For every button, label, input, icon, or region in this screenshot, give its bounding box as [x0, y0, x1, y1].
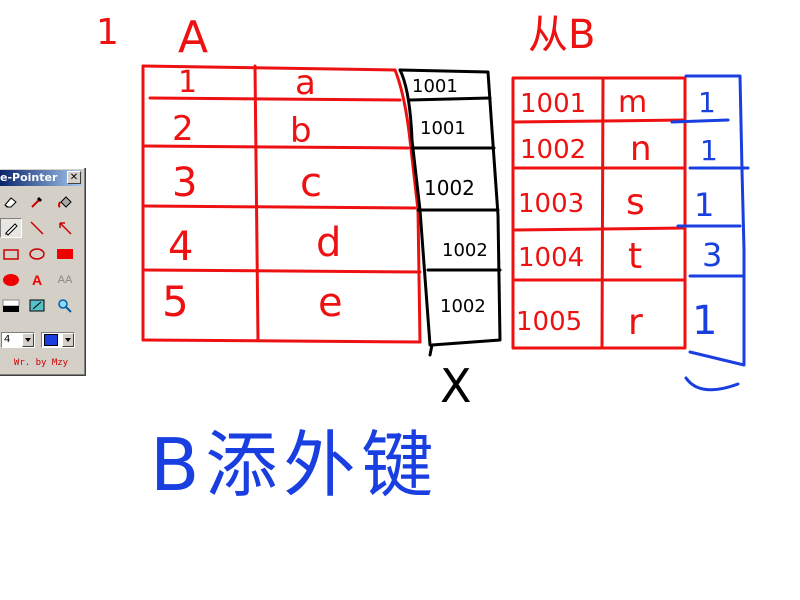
fk-b-value: 3: [702, 236, 722, 274]
eyedropper-tool[interactable]: [26, 192, 48, 212]
eyedropper-icon: [31, 197, 42, 208]
rectangle-tool[interactable]: [0, 244, 22, 264]
zoom-icon: [58, 299, 72, 313]
rectangle-icon: [3, 249, 19, 260]
table-b-id: 1004: [518, 243, 584, 273]
table-b-val: t: [628, 236, 642, 277]
black-screen-icon: [2, 299, 20, 312]
pen-tool[interactable]: [0, 218, 22, 238]
table-b-id: 1001: [520, 89, 586, 119]
fill-tool[interactable]: [54, 192, 76, 212]
pen-width-value: 4: [4, 334, 11, 345]
table-a-title: A: [178, 12, 208, 63]
arrow-tool[interactable]: [54, 218, 76, 238]
fk-value: 1002: [440, 296, 486, 317]
fk-value: 1001: [412, 76, 458, 97]
font-size-icon: AA: [57, 274, 73, 286]
filled-rectangle-tool[interactable]: [54, 244, 76, 264]
table-b-val: s: [626, 182, 645, 223]
font-size-tool[interactable]: AA: [54, 270, 76, 290]
table-b-id: 1003: [518, 189, 584, 219]
chevron-down-icon[interactable]: [22, 333, 34, 347]
tool-palette[interactable]: e-Pointer ✕ A AA: [0, 168, 86, 376]
table-b-val: n: [630, 129, 652, 169]
palette-credit: Wr. by Mzy: [13, 358, 69, 368]
arrow-icon: [59, 222, 72, 235]
fill-icon: [58, 196, 72, 208]
fk-b-value: 1: [692, 298, 717, 344]
palette-title: e-Pointer: [0, 171, 58, 184]
table-a-cells: 1 a 2 b 3 c 4 d 5 e: [162, 63, 343, 326]
line-tool[interactable]: [26, 218, 48, 238]
caption: B添外键: [150, 423, 439, 507]
table-a-val: d: [316, 220, 341, 266]
chevron-down-icon[interactable]: [62, 333, 74, 347]
fk-value: 1002: [424, 176, 475, 200]
pen-width-select[interactable]: 4: [1, 332, 35, 348]
zoom-tool[interactable]: [54, 296, 76, 316]
fk-b-value: 1: [700, 134, 718, 167]
table-b-title: 从B: [528, 12, 595, 58]
table-b-cells: 1001 m 1002 n 1003 s 1004 t 1005 r: [516, 85, 652, 343]
fk-value: 1001: [420, 118, 466, 139]
palette-titlebar[interactable]: e-Pointer ✕: [0, 170, 82, 186]
table-a-val: b: [290, 111, 312, 151]
table-b-val: m: [618, 85, 647, 120]
capture-tool[interactable]: [26, 296, 48, 316]
black-screen-tool[interactable]: [0, 296, 22, 316]
close-button[interactable]: ✕: [67, 171, 81, 184]
pen-icon: [5, 223, 18, 236]
table-a-id: 3: [172, 160, 197, 206]
table-a-val: e: [318, 280, 343, 326]
table-a-grid: [141, 64, 422, 344]
table-a-id: 4: [168, 224, 193, 270]
capture-icon: [29, 299, 45, 312]
color-swatch: [44, 334, 58, 346]
table-a-id: 5: [162, 277, 189, 326]
fk-column-a: 1001 1001 1002 1002 1002 X: [398, 68, 502, 413]
text-icon: A: [31, 272, 43, 288]
line-icon: [30, 221, 44, 235]
pen-color-select[interactable]: [41, 332, 75, 348]
table-b-id: 1005: [516, 307, 582, 337]
fk-b-value: 1: [698, 86, 716, 119]
number-mark: 1: [96, 12, 119, 53]
eraser-tool[interactable]: [0, 192, 22, 212]
filled-ellipse-tool[interactable]: [0, 270, 22, 290]
table-b-val: r: [628, 302, 643, 343]
table-b-grid: [511, 76, 687, 350]
fk-value: 1002: [442, 240, 488, 261]
text-tool[interactable]: A: [26, 270, 48, 290]
filled-rectangle-icon: [57, 249, 73, 259]
ellipse-icon: [29, 248, 45, 260]
table-a-val: a: [295, 63, 316, 103]
fk-rejected-mark: X: [440, 359, 472, 413]
table-a-val: c: [300, 160, 322, 206]
ellipse-tool[interactable]: [26, 244, 48, 264]
table-a-id: 1: [178, 65, 197, 100]
filled-ellipse-icon: [3, 274, 19, 286]
fk-b-value: 1: [694, 186, 714, 224]
eraser-icon: [4, 197, 17, 208]
table-a-id: 2: [172, 109, 194, 149]
fk-column-b: 1 1 1 3 1: [670, 74, 750, 392]
table-b-id: 1002: [520, 135, 586, 165]
